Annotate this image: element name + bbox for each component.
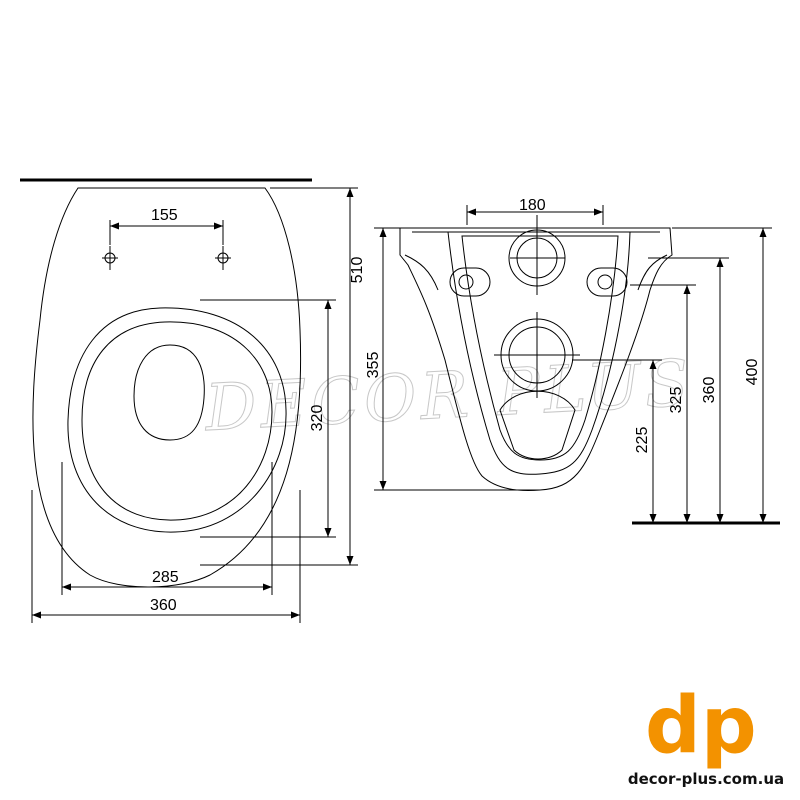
mounting-hole-left bbox=[102, 246, 118, 270]
dim-label-355: 355 bbox=[365, 352, 382, 379]
dim-label-360-height: 360 bbox=[701, 377, 718, 404]
bowl-inner bbox=[447, 231, 631, 475]
bowl-opening bbox=[133, 344, 205, 441]
seat-outline bbox=[67, 307, 287, 533]
dim-label-360-width: 360 bbox=[150, 597, 177, 614]
front-view: 180 355 225 325 360 400 bbox=[365, 197, 780, 525]
mount-slot-right bbox=[586, 267, 628, 297]
brand-logo: dp bbox=[645, 681, 757, 771]
top-view: 155 510 320 285 360 bbox=[20, 178, 366, 623]
dim-label-155: 155 bbox=[151, 207, 178, 224]
dim-label-325: 325 bbox=[668, 387, 685, 414]
logo-mark: dp bbox=[645, 681, 757, 771]
dim-label-180: 180 bbox=[519, 197, 546, 214]
dim-label-225: 225 bbox=[634, 427, 651, 454]
mount-slot-left bbox=[449, 267, 491, 297]
dim-label-400: 400 bbox=[744, 359, 761, 386]
mounting-hole-right bbox=[215, 246, 231, 270]
watermark: DECOR PLUS bbox=[202, 347, 694, 446]
dim-label-320: 320 bbox=[309, 405, 326, 432]
dim-label-510: 510 bbox=[349, 257, 366, 284]
dim-label-285: 285 bbox=[152, 569, 179, 586]
seat-inner bbox=[81, 321, 273, 521]
website-url: decor-plus.com.ua bbox=[627, 770, 785, 788]
